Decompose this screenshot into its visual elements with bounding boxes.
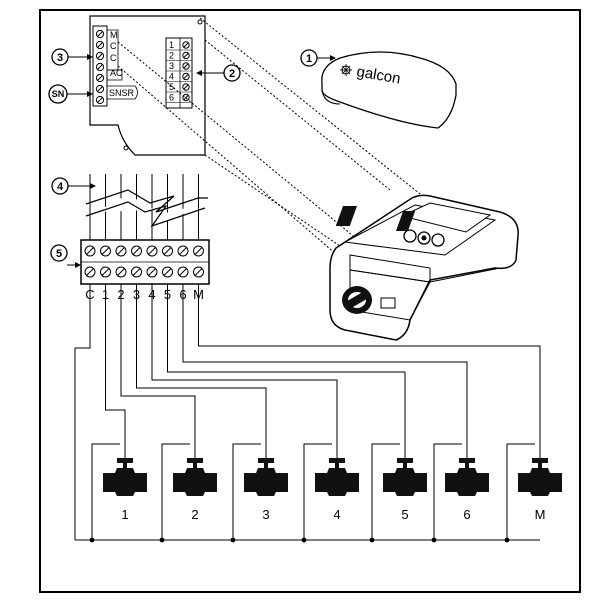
callout-sn-label: SN bbox=[52, 89, 65, 99]
valve-label: 6 bbox=[463, 507, 470, 522]
panel-screw-icon bbox=[95, 29, 105, 39]
panel-label-m: M bbox=[110, 30, 118, 40]
terminal-screw-icon bbox=[162, 266, 173, 278]
valve-label: 3 bbox=[262, 507, 269, 522]
junction-dot bbox=[230, 537, 236, 543]
galcon-logo-icon bbox=[340, 64, 352, 76]
valve-label: 4 bbox=[333, 507, 340, 522]
card-number-label: 6 bbox=[169, 93, 174, 103]
terminal-screw-icon bbox=[100, 245, 111, 257]
controller-unit bbox=[329, 194, 519, 341]
valve-icon bbox=[91, 443, 147, 500]
valve-icon bbox=[303, 443, 359, 500]
terminal-screw-icon bbox=[146, 245, 158, 257]
card-screw-icon bbox=[182, 83, 190, 91]
panel-screw-icon bbox=[95, 40, 105, 50]
valve-icon bbox=[506, 443, 562, 500]
panel-label-snsr: SNSR bbox=[109, 88, 135, 98]
callout-sn: SN bbox=[48, 84, 93, 104]
terminal-screw-icon bbox=[177, 266, 189, 278]
panel-screw-icon bbox=[95, 95, 105, 105]
valve-label: 1 bbox=[121, 507, 128, 522]
callout-5: 5 bbox=[50, 244, 81, 268]
terminal-screw-icon bbox=[131, 245, 142, 257]
controller-cover: galcon bbox=[321, 51, 457, 129]
junction-dot bbox=[89, 537, 95, 543]
valve-label: 5 bbox=[401, 507, 408, 522]
station-wiring bbox=[74, 284, 541, 540]
terminal-screw-icon bbox=[131, 266, 142, 278]
outer-frame bbox=[39, 9, 581, 593]
callout-3: 3 bbox=[51, 48, 93, 66]
controller-knob-icon bbox=[342, 286, 372, 314]
terminal-screw-icon bbox=[193, 266, 204, 278]
card-number-label: 3 bbox=[169, 61, 174, 71]
terminal-screw-icon bbox=[115, 245, 127, 257]
callout-1-label: 1 bbox=[306, 53, 312, 65]
card-screw-icon bbox=[182, 51, 190, 60]
controller-slot bbox=[380, 297, 396, 309]
card-screw-icon bbox=[182, 41, 190, 49]
valve-icon bbox=[232, 443, 288, 500]
junction-dot bbox=[431, 537, 437, 543]
callout-3-label: 3 bbox=[57, 52, 63, 64]
card-screw-icon bbox=[182, 62, 190, 70]
panel-label-c2: C bbox=[110, 53, 117, 63]
terminal-screw-icon bbox=[100, 266, 111, 278]
card-number-label: 2 bbox=[169, 51, 174, 61]
junction-dot bbox=[301, 537, 307, 543]
callout-2: 2 bbox=[196, 64, 241, 82]
card-number-label: 1 bbox=[169, 40, 174, 50]
panel-label-ac: AC bbox=[110, 68, 123, 78]
callout-4: 4 bbox=[51, 177, 96, 195]
valve-icon bbox=[371, 443, 427, 500]
terminal-screw-icon bbox=[146, 266, 158, 278]
terminal-screw-icon bbox=[193, 245, 204, 257]
terminal-screw-icon bbox=[162, 245, 173, 257]
valve-label: 2 bbox=[191, 507, 198, 522]
panel-screw-icon bbox=[95, 51, 105, 61]
junction-dot bbox=[504, 537, 510, 543]
junction-dot bbox=[159, 537, 165, 543]
card-screw-icon bbox=[182, 93, 190, 102]
panel-screws bbox=[95, 29, 105, 105]
controller-buttons bbox=[403, 229, 445, 247]
callout-1: 1 bbox=[300, 49, 336, 67]
wire-bundle bbox=[85, 174, 208, 240]
card-number-label: 5 bbox=[169, 82, 174, 92]
callout-5-label: 5 bbox=[56, 248, 62, 260]
valve-icon bbox=[161, 443, 217, 500]
card-number-label: 4 bbox=[169, 72, 174, 82]
panel-screw-icon bbox=[95, 73, 105, 83]
terminal-screw-icon bbox=[84, 266, 96, 278]
terminal-screw-icon bbox=[177, 245, 189, 257]
terminal-screw-icon bbox=[84, 245, 96, 257]
panel-label-c1: C bbox=[110, 41, 117, 51]
panel-screw-icon bbox=[95, 84, 105, 94]
valves: 1 2 3 4 5 6 M bbox=[91, 443, 562, 522]
panel-screw-icon bbox=[95, 62, 105, 72]
callout-2-label: 2 bbox=[229, 68, 235, 80]
valve-label: M bbox=[535, 507, 546, 522]
common-wire bbox=[75, 500, 540, 543]
junction-dot bbox=[369, 537, 375, 543]
card-screw-icon bbox=[182, 72, 190, 81]
terminal-screw-icon bbox=[115, 266, 127, 278]
valve-icon bbox=[433, 443, 489, 500]
callout-4-label: 4 bbox=[57, 181, 64, 193]
